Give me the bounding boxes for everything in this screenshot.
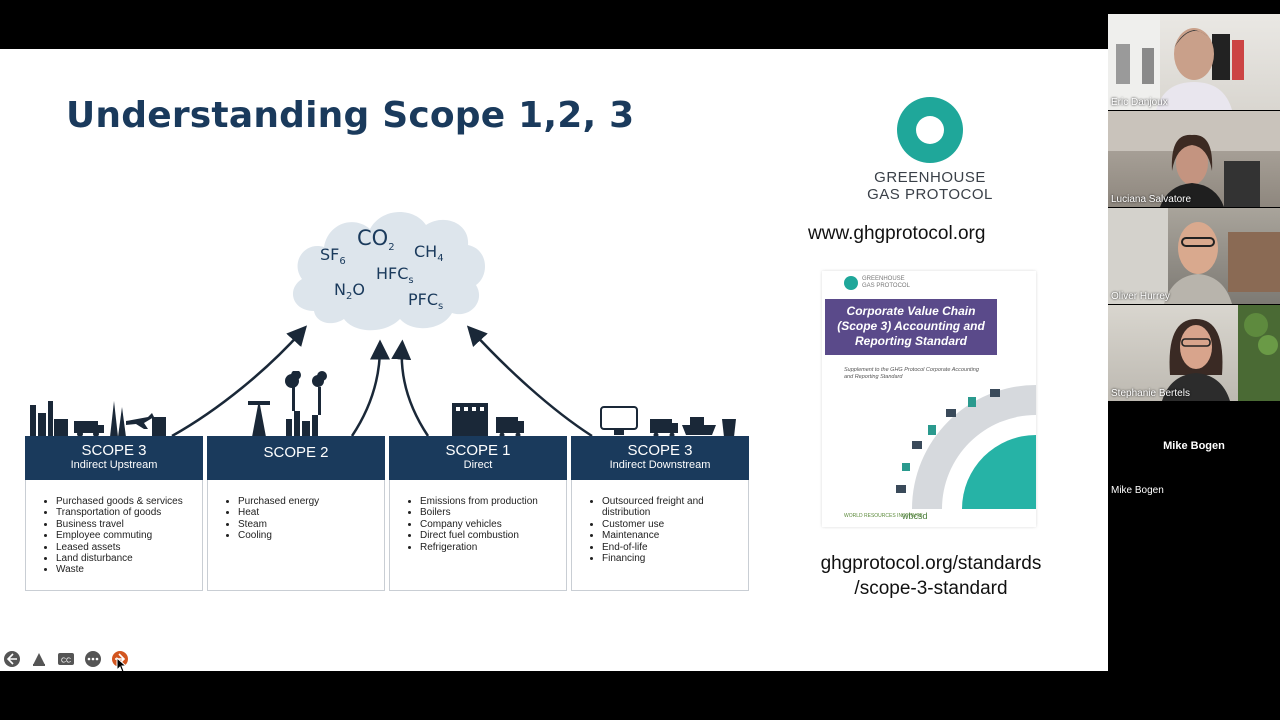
list-item: Direct fuel combustion	[420, 530, 566, 541]
list-item: Employee commuting	[56, 530, 202, 541]
list-item: Customer use	[602, 519, 748, 530]
scope-header: SCOPE 2	[207, 436, 385, 480]
participant-name: Luciana Salvatore	[1111, 194, 1192, 205]
brand-line: GREENHOUSE	[874, 169, 986, 186]
website-url: www.ghgprotocol.org	[808, 223, 986, 244]
participant-tile-luciana[interactable]: Luciana Salvatore	[1108, 111, 1280, 207]
list-item: Steam	[238, 519, 384, 530]
scope-subtitle: Indirect Downstream	[609, 459, 711, 471]
hfcs-label: HFCs	[376, 264, 414, 287]
list-item: Purchased energy	[238, 496, 384, 507]
scope-title: SCOPE 1	[445, 442, 511, 459]
scope2-column: SCOPE 2 Purchased energy Heat Steam Cool…	[207, 436, 385, 591]
sf6-label: SF6	[320, 245, 346, 268]
cc-icon[interactable]: CC	[57, 650, 75, 668]
scope-items: Purchased energy Heat Steam Cooling	[224, 496, 384, 542]
cover-subtitle: Supplement to the GHG Protocol Corporate…	[844, 367, 979, 380]
downstream-icons	[600, 406, 736, 437]
scope1-column: SCOPE 1 Direct Emissions from production…	[389, 436, 567, 591]
mouse-cursor-icon	[116, 657, 128, 671]
presentation-slide: Understanding Scope 1,2, 3 SF6 CO2 CH4 H…	[0, 49, 1108, 671]
list-item: Boilers	[420, 507, 566, 518]
standard-url-line: /scope-3-standard	[854, 578, 1008, 599]
brand-line: GAS PROTOCOL	[867, 186, 993, 203]
list-item: Refrigeration	[420, 542, 566, 553]
list-item: Transportation of goods	[56, 507, 202, 518]
participant-name: Stephanie Bertels	[1111, 388, 1190, 399]
direct-icons	[452, 403, 524, 437]
cover-logo-icon	[844, 276, 858, 290]
scope-subtitle: Indirect Upstream	[70, 459, 158, 471]
video-feed	[1162, 305, 1280, 401]
list-item: Cooling	[238, 530, 384, 541]
scope-header: SCOPE 3 Indirect Downstream	[571, 436, 749, 480]
scope3-upstream-column: SCOPE 3 Indirect Upstream Purchased good…	[25, 436, 203, 591]
svg-text:CC: CC	[61, 658, 71, 665]
list-item: Land disturbance	[56, 553, 202, 564]
scope-list-box: Purchased energy Heat Steam Cooling	[207, 480, 385, 591]
flow-arrows	[171, 325, 593, 438]
list-item: Leased assets	[56, 542, 202, 553]
scope-items: Emissions from production Boilers Compan…	[406, 496, 566, 553]
scope-title: SCOPE 3	[627, 442, 693, 459]
video-feed	[1108, 111, 1280, 207]
participant-tile-mike[interactable]: Mike Bogen Mike Bogen	[1108, 402, 1280, 498]
list-item: Emissions from production	[420, 496, 566, 507]
more-icon[interactable]	[84, 650, 102, 668]
upstream-icons	[30, 401, 166, 437]
list-item: Outsourced freight and distribution	[602, 496, 748, 519]
scope-list-box: Purchased goods & services Transportatio…	[25, 480, 203, 591]
scope-subtitle: Direct	[463, 459, 493, 471]
participant-tile-oliver[interactable]: Oliver Hurrey	[1108, 208, 1280, 304]
cover-footer-left: WORLD RESOURCES INSTITUTE	[844, 513, 923, 519]
scope-title: SCOPE 2	[263, 444, 329, 461]
cover-brand-line: GREENHOUSE	[862, 276, 905, 282]
list-item: Waste	[56, 564, 202, 575]
list-item: Maintenance	[602, 530, 748, 541]
participant-tile-eric[interactable]: Eric Danjoux	[1108, 14, 1280, 110]
cover-brand: GREENHOUSE GAS PROTOCOL	[862, 276, 910, 290]
list-item: Heat	[238, 507, 384, 518]
list-item: Purchased goods & services	[56, 496, 202, 507]
scope-list-box: Outsourced freight and distribution Cust…	[571, 480, 749, 591]
scope-items: Outsourced freight and distribution Cust…	[588, 496, 748, 564]
standard-url-line: ghgprotocol.org/standards	[820, 553, 1042, 574]
scope-title: SCOPE 3	[81, 442, 147, 459]
cover-title: Corporate Value Chain (Scope 3) Accounti…	[825, 299, 997, 355]
slide-title: Understanding Scope 1,2, 3	[66, 95, 635, 136]
scope-header: SCOPE 1 Direct	[389, 436, 567, 480]
participant-tile-stephanie[interactable]: Stephanie Bertels	[1108, 305, 1280, 401]
scope-items: Purchased goods & services Transportatio…	[42, 496, 202, 576]
participant-center-name: Mike Bogen	[1163, 440, 1225, 452]
video-feed	[1108, 14, 1244, 110]
list-item: End-of-life	[602, 542, 748, 553]
scope-header: SCOPE 3 Indirect Upstream	[25, 436, 203, 480]
co2-label: CO2	[357, 226, 395, 254]
list-item: Company vehicles	[420, 519, 566, 530]
energy-icons	[248, 371, 327, 437]
list-item: Financing	[602, 553, 748, 564]
participant-name: Oliver Hurrey	[1111, 291, 1170, 302]
cover-footer-right: wbcsd	[902, 511, 928, 521]
participant-name: Eric Danjoux	[1111, 97, 1168, 108]
back-icon[interactable]	[3, 650, 21, 668]
scope3-downstream-column: SCOPE 3 Indirect Downstream Outsourced f…	[571, 436, 749, 591]
scope-list-box: Emissions from production Boilers Compan…	[389, 480, 567, 591]
value-chain-graphic	[896, 385, 1036, 509]
ch4-label: CH4	[414, 242, 444, 265]
ghg-protocol-logo-icon	[897, 97, 963, 163]
list-item: Business travel	[56, 519, 202, 530]
standard-cover-image: GREENHOUSE GAS PROTOCOL Corporate Value …	[822, 271, 1036, 527]
cover-brand-line: GAS PROTOCOL	[862, 283, 910, 289]
video-feed	[1108, 208, 1280, 304]
n2o-label: N2O	[334, 280, 365, 303]
pfcs-label: PFCs	[408, 290, 444, 313]
pointer-icon[interactable]	[30, 650, 48, 668]
standard-url: ghgprotocol.org/standards /scope-3-stand…	[804, 551, 1058, 601]
brand-name: GREENHOUSE GAS PROTOCOL	[840, 169, 1020, 203]
emissions-cloud	[292, 211, 486, 331]
participant-name: Mike Bogen	[1111, 485, 1164, 496]
